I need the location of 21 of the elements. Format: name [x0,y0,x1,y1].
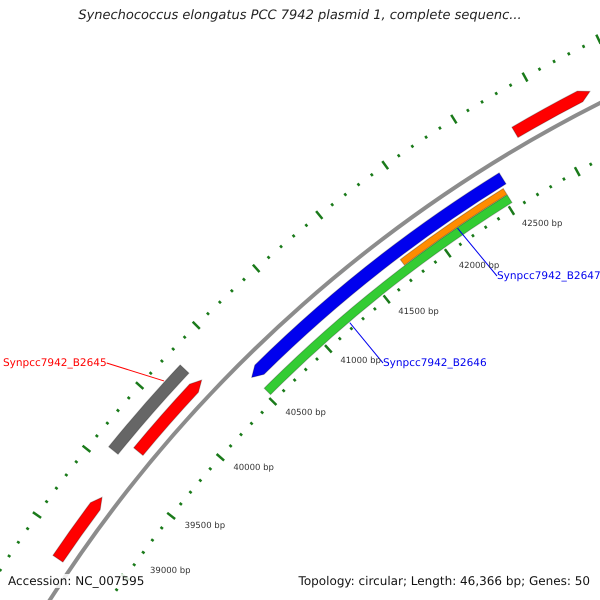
gene-label: Synpcc7942_B2646 [383,357,487,369]
gene-label: Synpcc7942_B2647 [497,270,600,282]
position-label: 39000 bp [150,566,191,576]
gene-arrow [133,380,202,456]
position-label: 41500 bp [398,306,439,317]
position-label: 39500 bp [184,521,226,532]
position-label: 40000 bp [233,463,274,474]
position-label: 40500 bp [285,408,326,418]
leader-line [456,228,498,276]
position-label: 42500 bp [522,218,562,229]
gene-arrow [52,496,103,563]
sequence-summary: Topology: circular; Length: 46,366 bp; Genes: 50 [298,574,590,588]
accession-text: Accession: NC_007595 [8,574,144,588]
position-label: 42000 bp [458,260,500,271]
title: Synechococcus elongatus PCC 7942 plasmid 1, complete sequenc... [77,8,523,23]
gene-label: Synpcc7942_B2645 [3,357,107,369]
gene-arrow [511,90,590,138]
leader-line [349,322,384,364]
leader-line [106,362,164,382]
position-label: 41000 bp [340,356,381,366]
gene-bar [108,364,190,455]
